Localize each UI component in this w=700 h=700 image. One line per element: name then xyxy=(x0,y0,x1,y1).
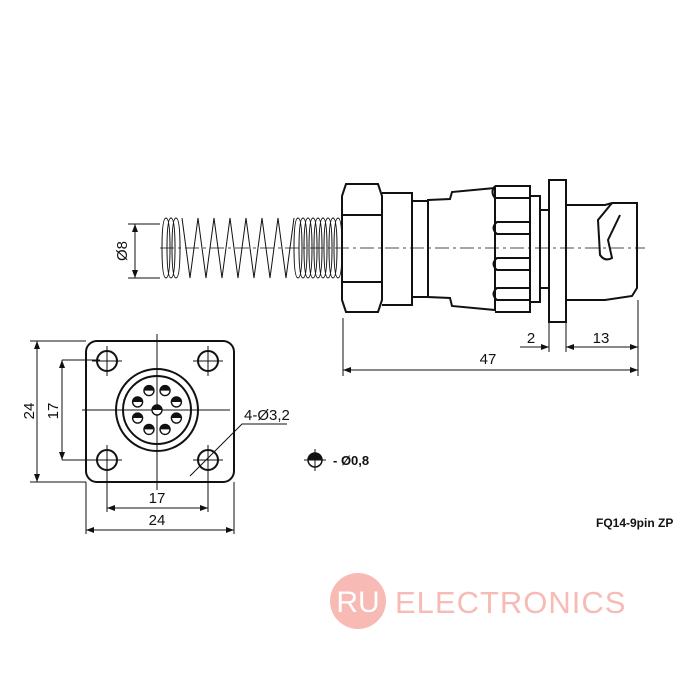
flange xyxy=(548,179,567,323)
hex-nut xyxy=(341,183,383,313)
dim-total: 47 xyxy=(480,351,497,368)
latch xyxy=(596,202,621,261)
diameter-label: Ø8 xyxy=(114,241,131,261)
spring xyxy=(161,217,343,279)
side-view: Ø8 47 2 13 xyxy=(114,179,645,376)
coupling xyxy=(427,186,496,312)
dim-inner-w: 17 xyxy=(149,490,166,507)
dim-inner-h: 17 xyxy=(45,403,62,420)
dim-flange: 2 xyxy=(527,330,535,347)
hole-label: 4-Ø3,2 xyxy=(244,407,290,424)
front-view: 24 17 17 24 4-Ø3,2 xyxy=(21,334,290,534)
logo: RU ELECTRONICS xyxy=(330,573,626,629)
pin-legend: - Ø0,8 xyxy=(304,449,369,471)
model-label: FQ14-9pin ZP xyxy=(596,516,673,530)
logo-text: ELECTRONICS xyxy=(395,585,626,620)
logo-badge: RU xyxy=(336,586,379,619)
dim-outer-h: 24 xyxy=(21,403,38,420)
dim-outer-w: 24 xyxy=(149,512,166,529)
tail xyxy=(566,202,638,301)
ring xyxy=(530,195,548,303)
contact-pins xyxy=(131,384,183,436)
dim-tail: 13 xyxy=(593,330,610,347)
neck xyxy=(412,200,429,298)
coupling-fins xyxy=(491,185,531,313)
pin-legend-label: - Ø0,8 xyxy=(333,453,369,468)
body xyxy=(382,192,413,306)
flange-square xyxy=(85,340,235,483)
